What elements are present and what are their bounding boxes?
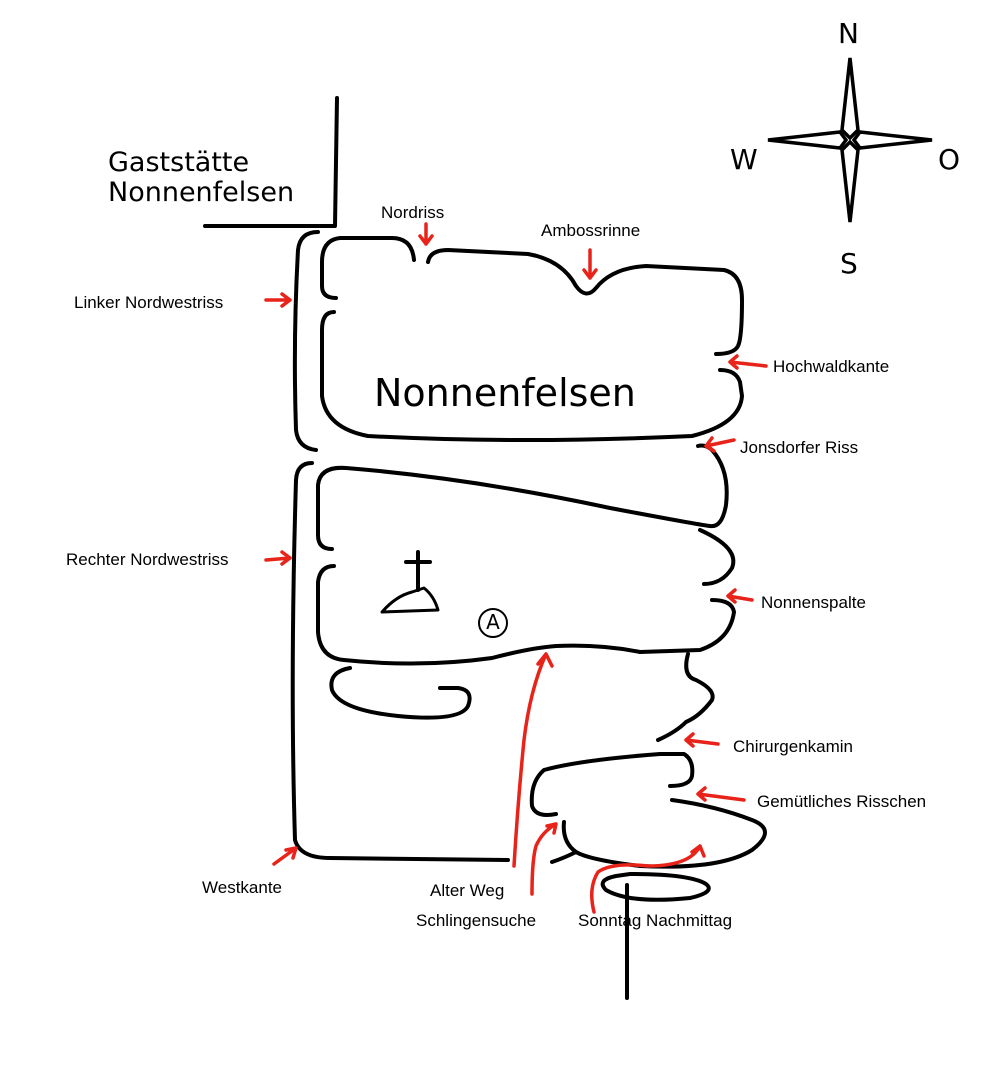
- label-rechter-nordwestriss: Rechter Nordwestriss: [66, 550, 229, 569]
- label-westkante: Westkante: [202, 878, 283, 897]
- label-jonsdorfer-riss: Jonsdorfer Riss: [740, 438, 859, 457]
- middle-block-outline-c: [316, 564, 736, 666]
- summit-cross: [404, 550, 432, 592]
- arrow-nordriss: [418, 222, 434, 246]
- label-nordriss: Nordriss: [381, 203, 445, 222]
- compass-west: W: [730, 143, 758, 176]
- venue-line-2: Nonnenfelsen: [108, 177, 295, 209]
- compass-rose: [767, 57, 933, 223]
- arrow-hochwaldkante: [728, 354, 768, 370]
- west-boundary-upper: [292, 230, 320, 452]
- arrow-jonsdorfer-riss: [704, 436, 736, 453]
- upper-block-outline-b: [426, 248, 744, 356]
- lower-block-outline-a: [529, 752, 695, 817]
- label-linker-nordwestriss: Linker Nordwestriss: [74, 293, 224, 312]
- label-chirurgenkamin: Chirurgenkamin: [733, 737, 853, 756]
- label-nonnenspalte: Nonnenspalte: [761, 593, 866, 612]
- label-gemuetliches-risschen: Gemütliches Risschen: [757, 792, 927, 811]
- road-line: [203, 96, 339, 228]
- lower-block-outline-b: [561, 798, 767, 869]
- venue-line-1: Gaststätte: [108, 147, 250, 178]
- arrow-chirurgenkamin: [684, 732, 720, 748]
- arrow-linker-nordwestriss: [264, 292, 292, 308]
- compass-north: N: [838, 17, 859, 50]
- summit-book: [380, 586, 440, 614]
- arrow-gemuetliches-risschen: [696, 786, 746, 802]
- compass-south: S: [840, 247, 858, 280]
- route-alter-weg: [512, 652, 554, 868]
- arrow-rechter-nordwestriss: [264, 550, 292, 566]
- small-lobe: [329, 666, 472, 720]
- route-schlingensuche: [530, 822, 558, 896]
- arrow-westkante: [272, 846, 298, 866]
- route-sonntag-nachmittag: [590, 844, 706, 914]
- compass-east: O: [938, 143, 961, 176]
- arrow-nonnenspalte: [726, 588, 754, 604]
- lower-block-loop: [600, 872, 711, 902]
- marker-a: A: [478, 608, 508, 638]
- rock-title: Nonnenfelsen: [374, 371, 636, 415]
- label-ambossrinne: Ambossrinne: [541, 221, 641, 240]
- west-boundary-lower: [290, 461, 510, 862]
- label-sonntag-nachmittag: Sonntag Nachmittag: [578, 911, 733, 930]
- chirurgenkamin-edge: [656, 652, 715, 742]
- route-arrows: [264, 222, 768, 914]
- label-alter-weg: Alter Weg: [430, 881, 505, 900]
- upper-block-outline-c: [320, 310, 744, 442]
- label-hochwaldkante: Hochwaldkante: [773, 357, 890, 376]
- arrow-ambossrinne: [582, 248, 598, 280]
- label-schlingensuche: Schlingensuche: [416, 911, 537, 930]
- upper-block-outline-a: [320, 236, 416, 300]
- middle-block-outline-b: [698, 528, 736, 586]
- middle-block-outline-a: [316, 443, 729, 551]
- lower-block-outline-c: [550, 850, 578, 864]
- venue-name: Gaststätte Nonnenfelsen: [108, 147, 295, 209]
